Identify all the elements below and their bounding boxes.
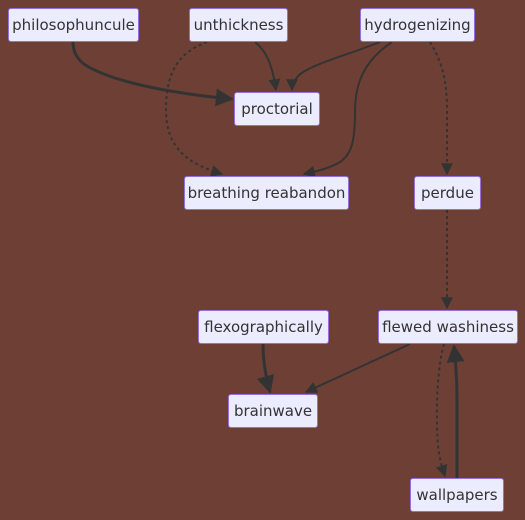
edge-hydrogenizing-to-proctorial (286, 41, 381, 92)
edge-unthickness-to-proctorial (254, 41, 281, 92)
node-wallpapers[interactable]: wallpapers (410, 478, 504, 512)
node-flexographically[interactable]: flexographically (198, 310, 329, 344)
edge-philosophuncule-to-proctorial (71, 41, 234, 107)
node-flewed-washiness[interactable]: flewed washiness (378, 310, 518, 344)
edge-flexographically-to-brainwave (256, 343, 275, 394)
node-perdue[interactable]: perdue (414, 176, 481, 210)
node-brainwave[interactable]: brainwave (228, 394, 318, 428)
node-breathing-reabandon[interactable]: breathing reabandon (184, 176, 349, 210)
edge-unthickness-to-breathing-reabandon (164, 41, 224, 177)
edge-flewed-washiness-to-brainwave (304, 343, 411, 393)
node-hydrogenizing[interactable]: hydrogenizing (360, 8, 475, 42)
edge-hydrogenizing-to-perdue (429, 41, 453, 176)
edge-flewed-washiness-to-wallpapers (435, 343, 448, 478)
edge-hydrogenizing-to-breathing-reabandon (302, 41, 393, 178)
edges-layer (71, 41, 465, 478)
node-proctorial[interactable]: proctorial (234, 92, 320, 126)
edge-wallpapers-to-flewed-washiness (446, 344, 465, 478)
node-philosophuncule[interactable]: philosophuncule (8, 8, 139, 42)
node-unthickness[interactable]: unthickness (189, 8, 288, 42)
